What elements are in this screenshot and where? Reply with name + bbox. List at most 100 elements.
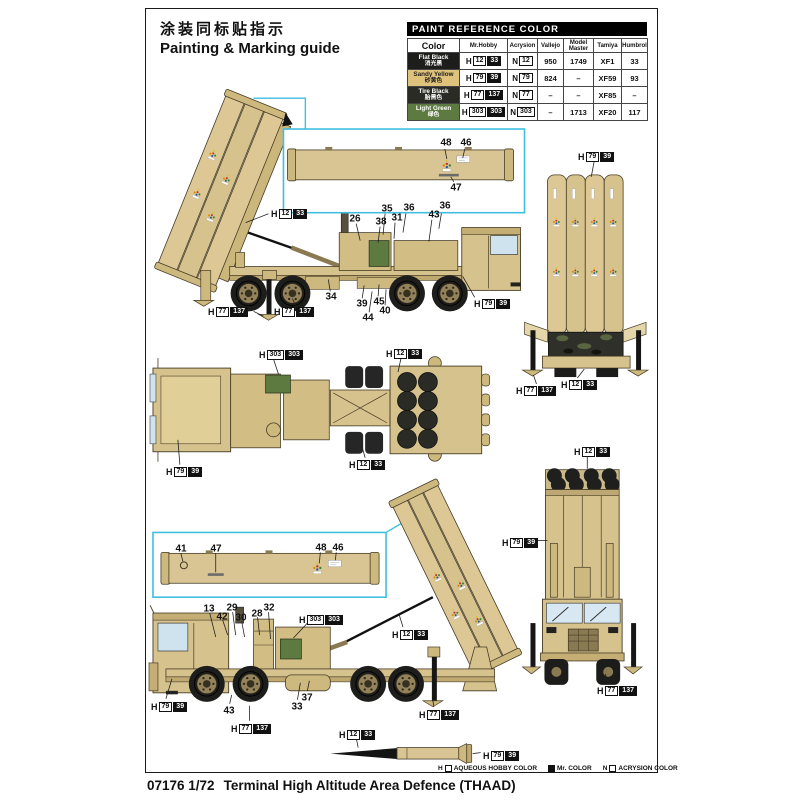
chip-aq: 12: [472, 56, 487, 66]
part-number: 46: [332, 542, 344, 554]
filled-box-icon: [548, 765, 556, 772]
chip-prefix: H: [465, 56, 472, 66]
cell-tamiya: XF85: [593, 86, 622, 104]
chip-aq: 77: [426, 709, 441, 720]
chip-prefix: N: [512, 56, 518, 66]
part-number: 36: [439, 200, 451, 212]
chip-mr: 33: [487, 56, 502, 66]
part-number: 32: [263, 602, 275, 614]
chip-mr: 137: [485, 90, 504, 100]
chip-n: 303: [517, 107, 535, 117]
title-chinese: 涂装同标贴指示: [160, 21, 287, 38]
legend-acrysion-label: ACRYSION COLOR: [618, 765, 678, 772]
chip-prefix: H: [231, 723, 238, 734]
chip-aq: 79: [509, 537, 524, 548]
open-box-icon: [609, 765, 617, 772]
col-humbrol: Humbrol: [621, 38, 648, 53]
chip-aq: 77: [281, 306, 296, 317]
chip-mr: 33: [596, 446, 611, 457]
part-number: 47: [210, 543, 222, 555]
legend-mrcolor-label: Mr. COLOR: [557, 765, 592, 772]
legend-aqueous-label: AQUEOUS HOBBY COLOR: [453, 765, 538, 772]
chip-aq: 303: [468, 107, 487, 117]
chip-mr: 303: [325, 614, 343, 625]
chip-prefix: N: [512, 73, 518, 83]
open-box-icon: [444, 765, 452, 772]
chip-mr: 33: [414, 629, 429, 640]
part-number: 39: [356, 298, 368, 310]
chip-aq: 12: [346, 729, 361, 740]
cell-modelmaster: 1749: [563, 52, 594, 70]
cell-vallejo: –: [537, 86, 564, 104]
chip-prefix: H: [274, 306, 281, 317]
cell-humbrol: –: [621, 86, 648, 104]
legend-acrysion: N ACRYSION COLOR: [603, 765, 678, 772]
cell-tamiya: XF1: [593, 52, 622, 70]
color-name-en: Tire Black: [418, 87, 449, 95]
illustration-rear-erected: [521, 160, 650, 385]
chip-n: 12: [518, 56, 533, 66]
chip-aq: 77: [470, 90, 485, 100]
chip-mr: 39: [173, 701, 188, 712]
chip-prefix: H: [561, 379, 568, 390]
chip-prefix: H: [463, 90, 470, 100]
cell-vallejo: 950: [537, 52, 564, 70]
chip-prefix: H: [339, 729, 346, 740]
color-name-en: Sandy Yellow: [413, 70, 454, 78]
chip-mr: 39: [188, 466, 203, 477]
illustration-canister-inset-bottom: [152, 497, 404, 598]
col-modelmaster: Model Master: [563, 38, 594, 53]
color-name-cn: 砂黄色: [424, 78, 443, 85]
chip-prefix: H: [349, 459, 356, 470]
chip-mr: 137: [296, 306, 314, 317]
chip-aq: 303: [306, 614, 325, 625]
chip-prefix: H: [271, 208, 278, 219]
chip-aq: 12: [278, 208, 293, 219]
legend-mrcolor: Mr. COLOR: [548, 765, 592, 772]
part-number: 45: [373, 296, 385, 308]
chip-prefix: H: [259, 349, 266, 360]
cell-vallejo: –: [537, 103, 564, 121]
chip-aq: 79: [481, 298, 496, 309]
thaad-illustrations: [148, 89, 650, 765]
chip-aq: 12: [581, 446, 596, 457]
part-number: 40: [379, 305, 391, 317]
part-number: 47: [450, 182, 462, 194]
chip-prefix: H: [578, 151, 585, 162]
chip-mr: 137: [230, 306, 248, 317]
col-color: Color: [407, 38, 460, 53]
chip-prefix: H: [386, 348, 393, 359]
part-number: 38: [375, 216, 387, 228]
chip-mr: 303: [285, 349, 303, 360]
instruction-page: 涂装同标贴指示 Painting & Marking guide PAINT R…: [145, 8, 678, 773]
chip-n: 79: [518, 73, 533, 83]
chip-prefix: H: [461, 107, 468, 117]
chip-mr: 33: [583, 379, 598, 390]
chip-prefix: N: [510, 107, 517, 117]
chip-mr: 303: [487, 107, 506, 117]
part-number: 48: [440, 137, 452, 149]
chip-prefix: H: [502, 537, 509, 548]
legend-n-prefix: N: [602, 765, 608, 772]
chip-aq: 79: [158, 701, 173, 712]
paint-table-title: PAINT REFERENCE COLOR: [407, 22, 647, 36]
